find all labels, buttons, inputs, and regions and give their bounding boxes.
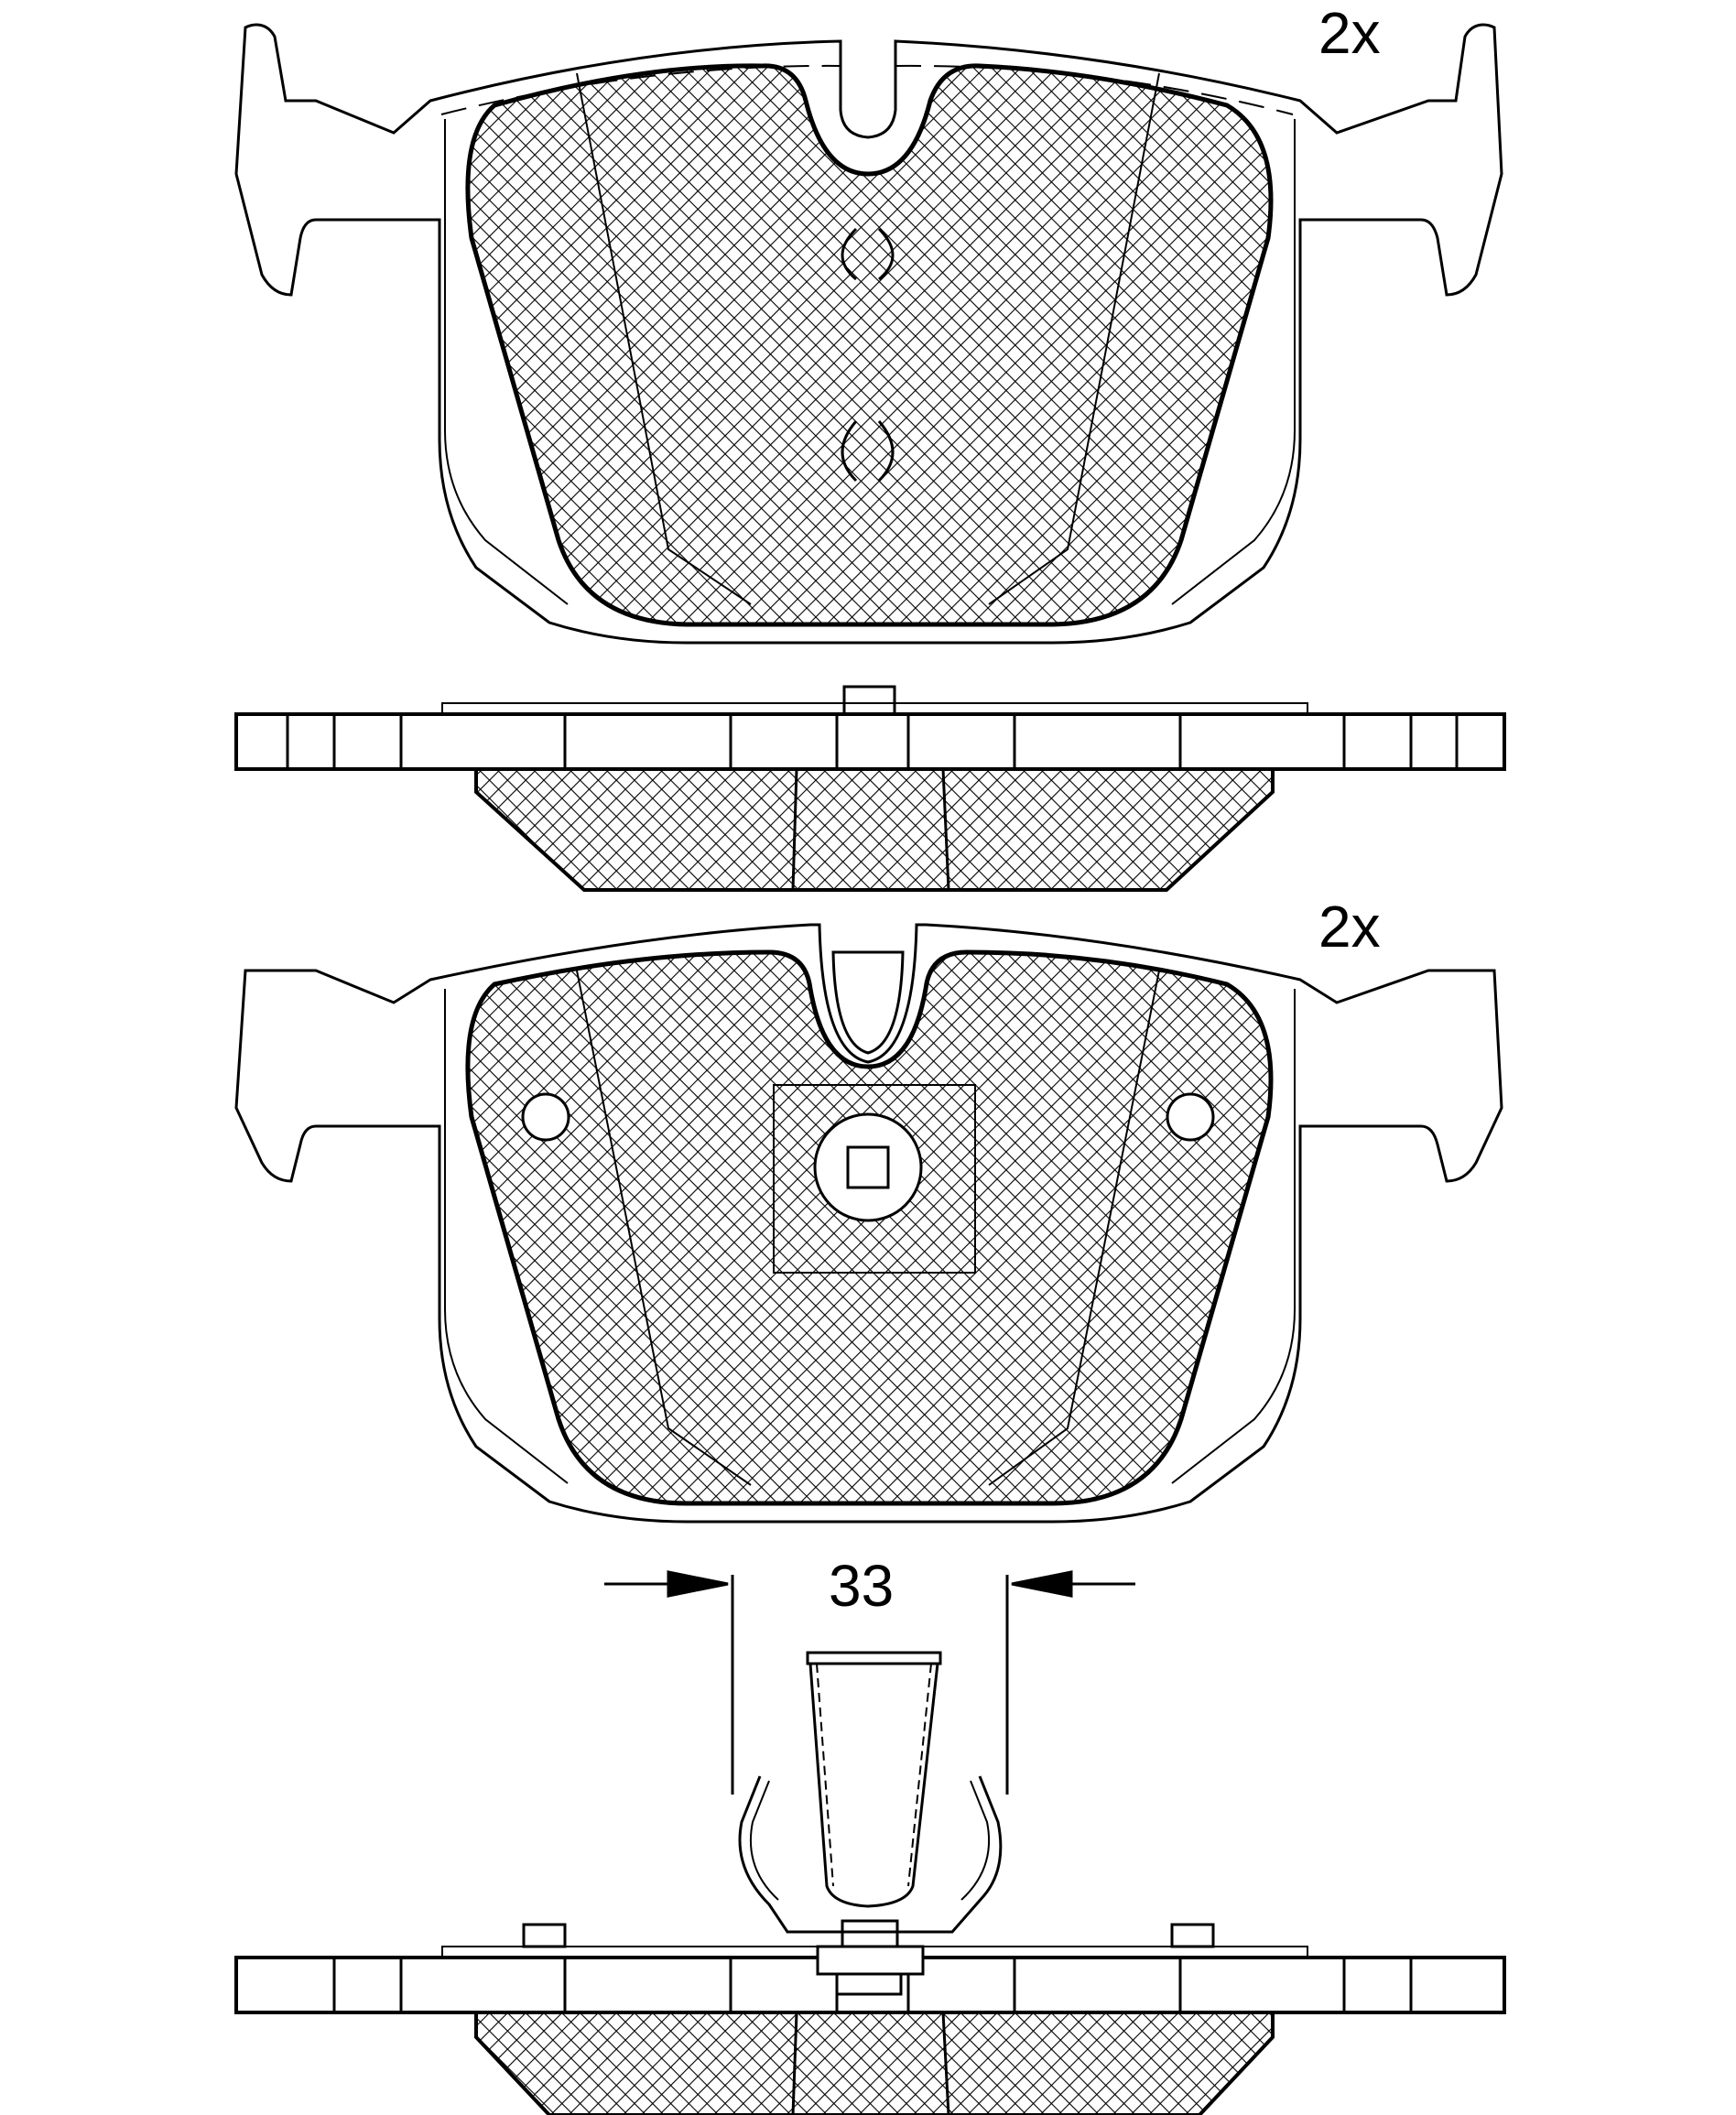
pad-1-quantity-label: 2x <box>1318 0 1381 66</box>
dimension-label: 33 <box>829 1553 895 1619</box>
pad-2-side-view <box>234 1919 1506 2115</box>
pad-1-front-view <box>234 23 1503 645</box>
pad-1-side-view <box>234 685 1506 892</box>
spring-clip <box>738 1651 1003 1934</box>
dimension-indicator <box>604 1570 1135 1795</box>
pad-2-front-view <box>234 923 1503 1524</box>
pad-2-quantity-label: 2x <box>1318 894 1381 960</box>
